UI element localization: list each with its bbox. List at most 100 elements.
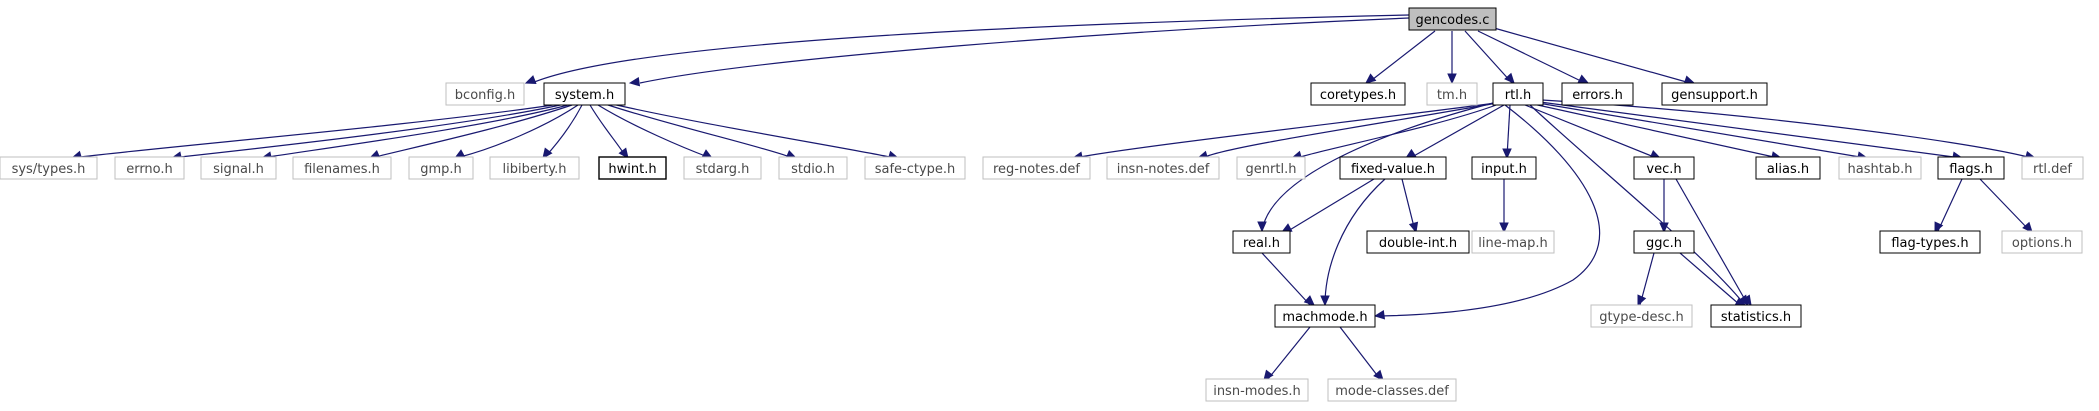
node-label: signal.h [213,162,264,177]
node-flag-types-h[interactable]: flag-types.h [1879,230,1981,254]
node-real-h[interactable]: real.h [1232,230,1291,254]
node-label: rtl.def [2033,162,2072,177]
arrowhead [1408,221,1419,234]
node-tm-h[interactable]: tm.h [1426,82,1478,106]
node-sys-types-h[interactable]: sys/types.h [0,156,98,180]
arrowhead [1263,369,1274,381]
node-bconfig-h[interactable]: bconfig.h [445,82,525,106]
node-gensupport-h[interactable]: gensupport.h [1661,82,1768,106]
arrowhead [1637,294,1647,307]
node-fixed-value-h[interactable]: fixed-value.h [1339,156,1447,180]
dependency-edge [1339,326,1381,380]
arrowhead [1365,73,1377,84]
node-genrtl-h[interactable]: genrtl.h [1236,156,1306,180]
node-label: hwint.h [608,162,656,177]
node-label: alias.h [1767,162,1809,177]
node-label: fixed-value.h [1351,162,1435,177]
node-label: mode-classes.def [1335,384,1449,399]
dependency-edge [531,14,1410,84]
node-ggc-h[interactable]: ggc.h [1633,230,1695,254]
node-insn-modes-h[interactable]: insn-modes.h [1205,378,1309,402]
dependency-edge [179,103,566,158]
node-line-map-h[interactable]: line-map.h [1471,230,1555,254]
node-label: options.h [2012,236,2072,251]
dependency-edge [1477,30,1586,84]
node-label: reg-notes.def [993,162,1080,177]
dependency-edge [1529,104,1746,306]
node-reg-notes-def[interactable]: reg-notes.def [982,156,1091,180]
arrowhead [1447,73,1457,85]
arrowhead [1257,221,1267,233]
node-flags-h-shown[interactable]: flags.h [1937,156,2005,180]
arrowhead [1502,148,1512,160]
node-hashtab-h[interactable]: hashtab.h [1838,156,1922,180]
node-insn-notes-def[interactable]: insn-notes.def [1106,156,1220,180]
node-errno-h[interactable]: errno.h [114,156,185,180]
node-label: gencodes.c [1416,13,1490,28]
dependency-edge [1287,178,1375,232]
arrowhead [2022,221,2033,233]
node-mode-classes-def[interactable]: mode-classes.def [1327,378,1457,402]
node-options-h[interactable]: options.h [2001,230,2083,254]
node-vec-h[interactable]: vec.h [1633,156,1695,180]
node-label: input.h [1481,162,1527,177]
dependency-edge [1675,178,1749,306]
arrowhead [1504,72,1515,84]
dependency-edge [1493,27,1691,84]
dependency-edge [597,104,709,158]
dependency-edge [1506,104,1511,158]
node-gmp-h[interactable]: gmp.h [408,156,474,180]
node-label: errors.h [1572,88,1623,103]
dependency-edges [70,14,2037,381]
dependency-edge [1204,102,1498,158]
node-machmode-h[interactable]: machmode.h [1274,304,1376,328]
node-rtl-h[interactable]: rtl.h [1492,82,1544,106]
arrowhead [1577,74,1590,84]
node-label: machmode.h [1282,310,1367,325]
node-libiberty-h[interactable]: libiberty.h [489,156,580,180]
node-gtype-desc-h[interactable]: gtype-desc.h [1590,304,1693,328]
node-label: ggc.h [1646,236,1682,251]
arrowhead [1499,222,1509,234]
node-hwint-h[interactable]: hwint.h [598,156,667,180]
dependency-edge [1537,102,1861,158]
arrowhead [1659,222,1669,234]
dependency-edge [544,104,583,158]
node-filenames-h[interactable]: filenames.h [292,156,392,180]
node-rtl-def[interactable]: rtl.def [2021,156,2084,180]
dependency-edge [1079,102,1497,158]
node-gencodes-c[interactable]: gencodes.c [1408,7,1497,31]
node-statistics-h[interactable]: statistics.h [1710,304,1802,328]
dependency-edge [604,103,791,158]
node-label: bconfig.h [455,88,515,103]
dependency-edge [1639,252,1655,306]
arrowhead [1320,295,1330,307]
dependency-edge [1679,252,1741,306]
node-safe-ctype-h[interactable]: safe-ctype.h [864,156,966,180]
arrowhead [618,147,629,159]
node-input-h[interactable]: input.h [1471,156,1537,180]
node-stdio-h[interactable]: stdio.h [778,156,848,180]
dependency-edge [79,103,561,158]
arrowhead [628,76,641,87]
dependency-edge [1937,178,1963,232]
node-label: gtype-desc.h [1599,310,1684,325]
node-double-int-h[interactable]: double-int.h [1366,230,1470,254]
dependency-edge [1367,30,1436,84]
node-errors-h[interactable]: errors.h [1561,82,1634,106]
node-label: safe-ctype.h [875,162,956,177]
dependency-edge [1541,99,2029,158]
node-coretypes-h[interactable]: coretypes.h [1310,82,1406,106]
node-signal-h[interactable]: signal.h [200,156,277,180]
dependency-edge [1379,104,1601,317]
node-label: vec.h [1646,162,1681,177]
dependency-edge [1401,178,1416,232]
node-system-h[interactable]: system.h [543,82,626,106]
node-alias-h[interactable]: alias.h [1755,156,1821,180]
node-label: flag-types.h [1891,236,1968,251]
node-label: stdio.h [791,162,835,177]
dependency-edge [1324,178,1386,306]
node-stdarg-h[interactable]: stdarg.h [683,156,762,180]
dependency-edge [639,17,1410,84]
arrowhead [1373,310,1386,320]
